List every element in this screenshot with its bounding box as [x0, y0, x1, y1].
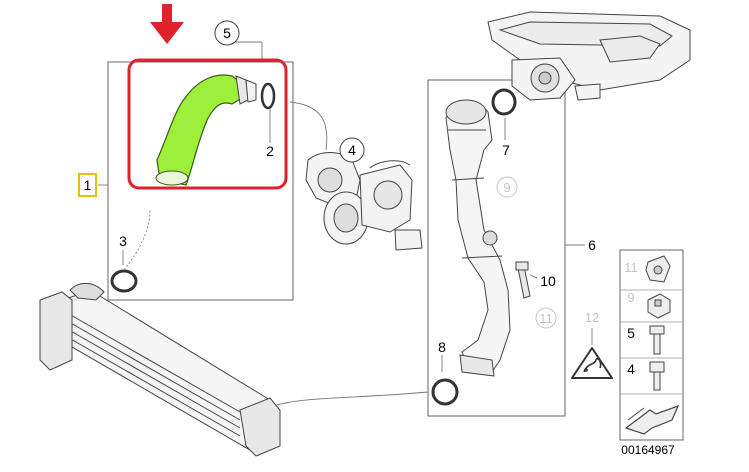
callout-5-label: 5 — [223, 25, 231, 41]
hose-clip-icon — [645, 255, 671, 283]
assembly-frame-left — [107, 61, 294, 301]
callout-11-label: 11 — [539, 311, 553, 326]
down-arrow-icon — [150, 4, 184, 44]
legend-row-4-label: 4 — [627, 361, 635, 377]
legend-frame — [619, 249, 684, 441]
callout-2-label: 2 — [266, 143, 274, 159]
clip-nut-icon — [647, 293, 671, 319]
callout-3-label: 3 — [119, 233, 127, 249]
callout-1: 1 — [78, 173, 97, 197]
callout-5: 5 — [214, 20, 240, 46]
torx-bolt-icon — [649, 325, 665, 355]
legend-row-2-label: 9 — [627, 290, 634, 305]
charge-air-pipe-part-6 — [445, 99, 511, 377]
next-page-arrow-icon[interactable] — [621, 395, 682, 439]
engine-block-drawing — [487, 11, 691, 101]
callout-7-label: 7 — [502, 142, 510, 158]
hex-bolt-icon — [649, 361, 665, 391]
bolt-part-10 — [515, 261, 531, 299]
callout-10-label: 10 — [540, 273, 556, 289]
o-ring-part-7 — [491, 88, 517, 116]
legend: 11 9 5 4 — [620, 255, 683, 439]
callout-4-label: 4 — [348, 142, 356, 158]
callout-11: 11 — [535, 307, 557, 329]
o-ring-part-8 — [431, 378, 459, 406]
callouts: 1 5 2 3 4 6 7 8 9 10 11 12 — [78, 20, 599, 355]
legend-row-1-label: 11 — [624, 260, 638, 275]
callout-6-label: 6 — [588, 237, 596, 253]
callout-4: 4 — [339, 137, 365, 163]
callout-9-label: 9 — [503, 180, 510, 195]
intercooler-drawing — [39, 283, 281, 457]
reference-number: 00164967 — [621, 443, 675, 457]
charge-air-hose-highlighted — [155, 74, 257, 186]
callout-1-label: 1 — [84, 177, 92, 193]
highlight-frame — [127, 58, 288, 190]
callout-12-label: 12 — [585, 310, 599, 325]
o-ring-part-2 — [260, 82, 276, 110]
turbocharger-part-4 — [305, 152, 423, 251]
o-ring-part-3 — [110, 269, 138, 293]
legend-row-3-label: 5 — [627, 325, 635, 341]
caution-triangle-icon — [571, 347, 613, 379]
callout-8-label: 8 — [438, 339, 446, 355]
callout-9: 9 — [496, 176, 518, 198]
